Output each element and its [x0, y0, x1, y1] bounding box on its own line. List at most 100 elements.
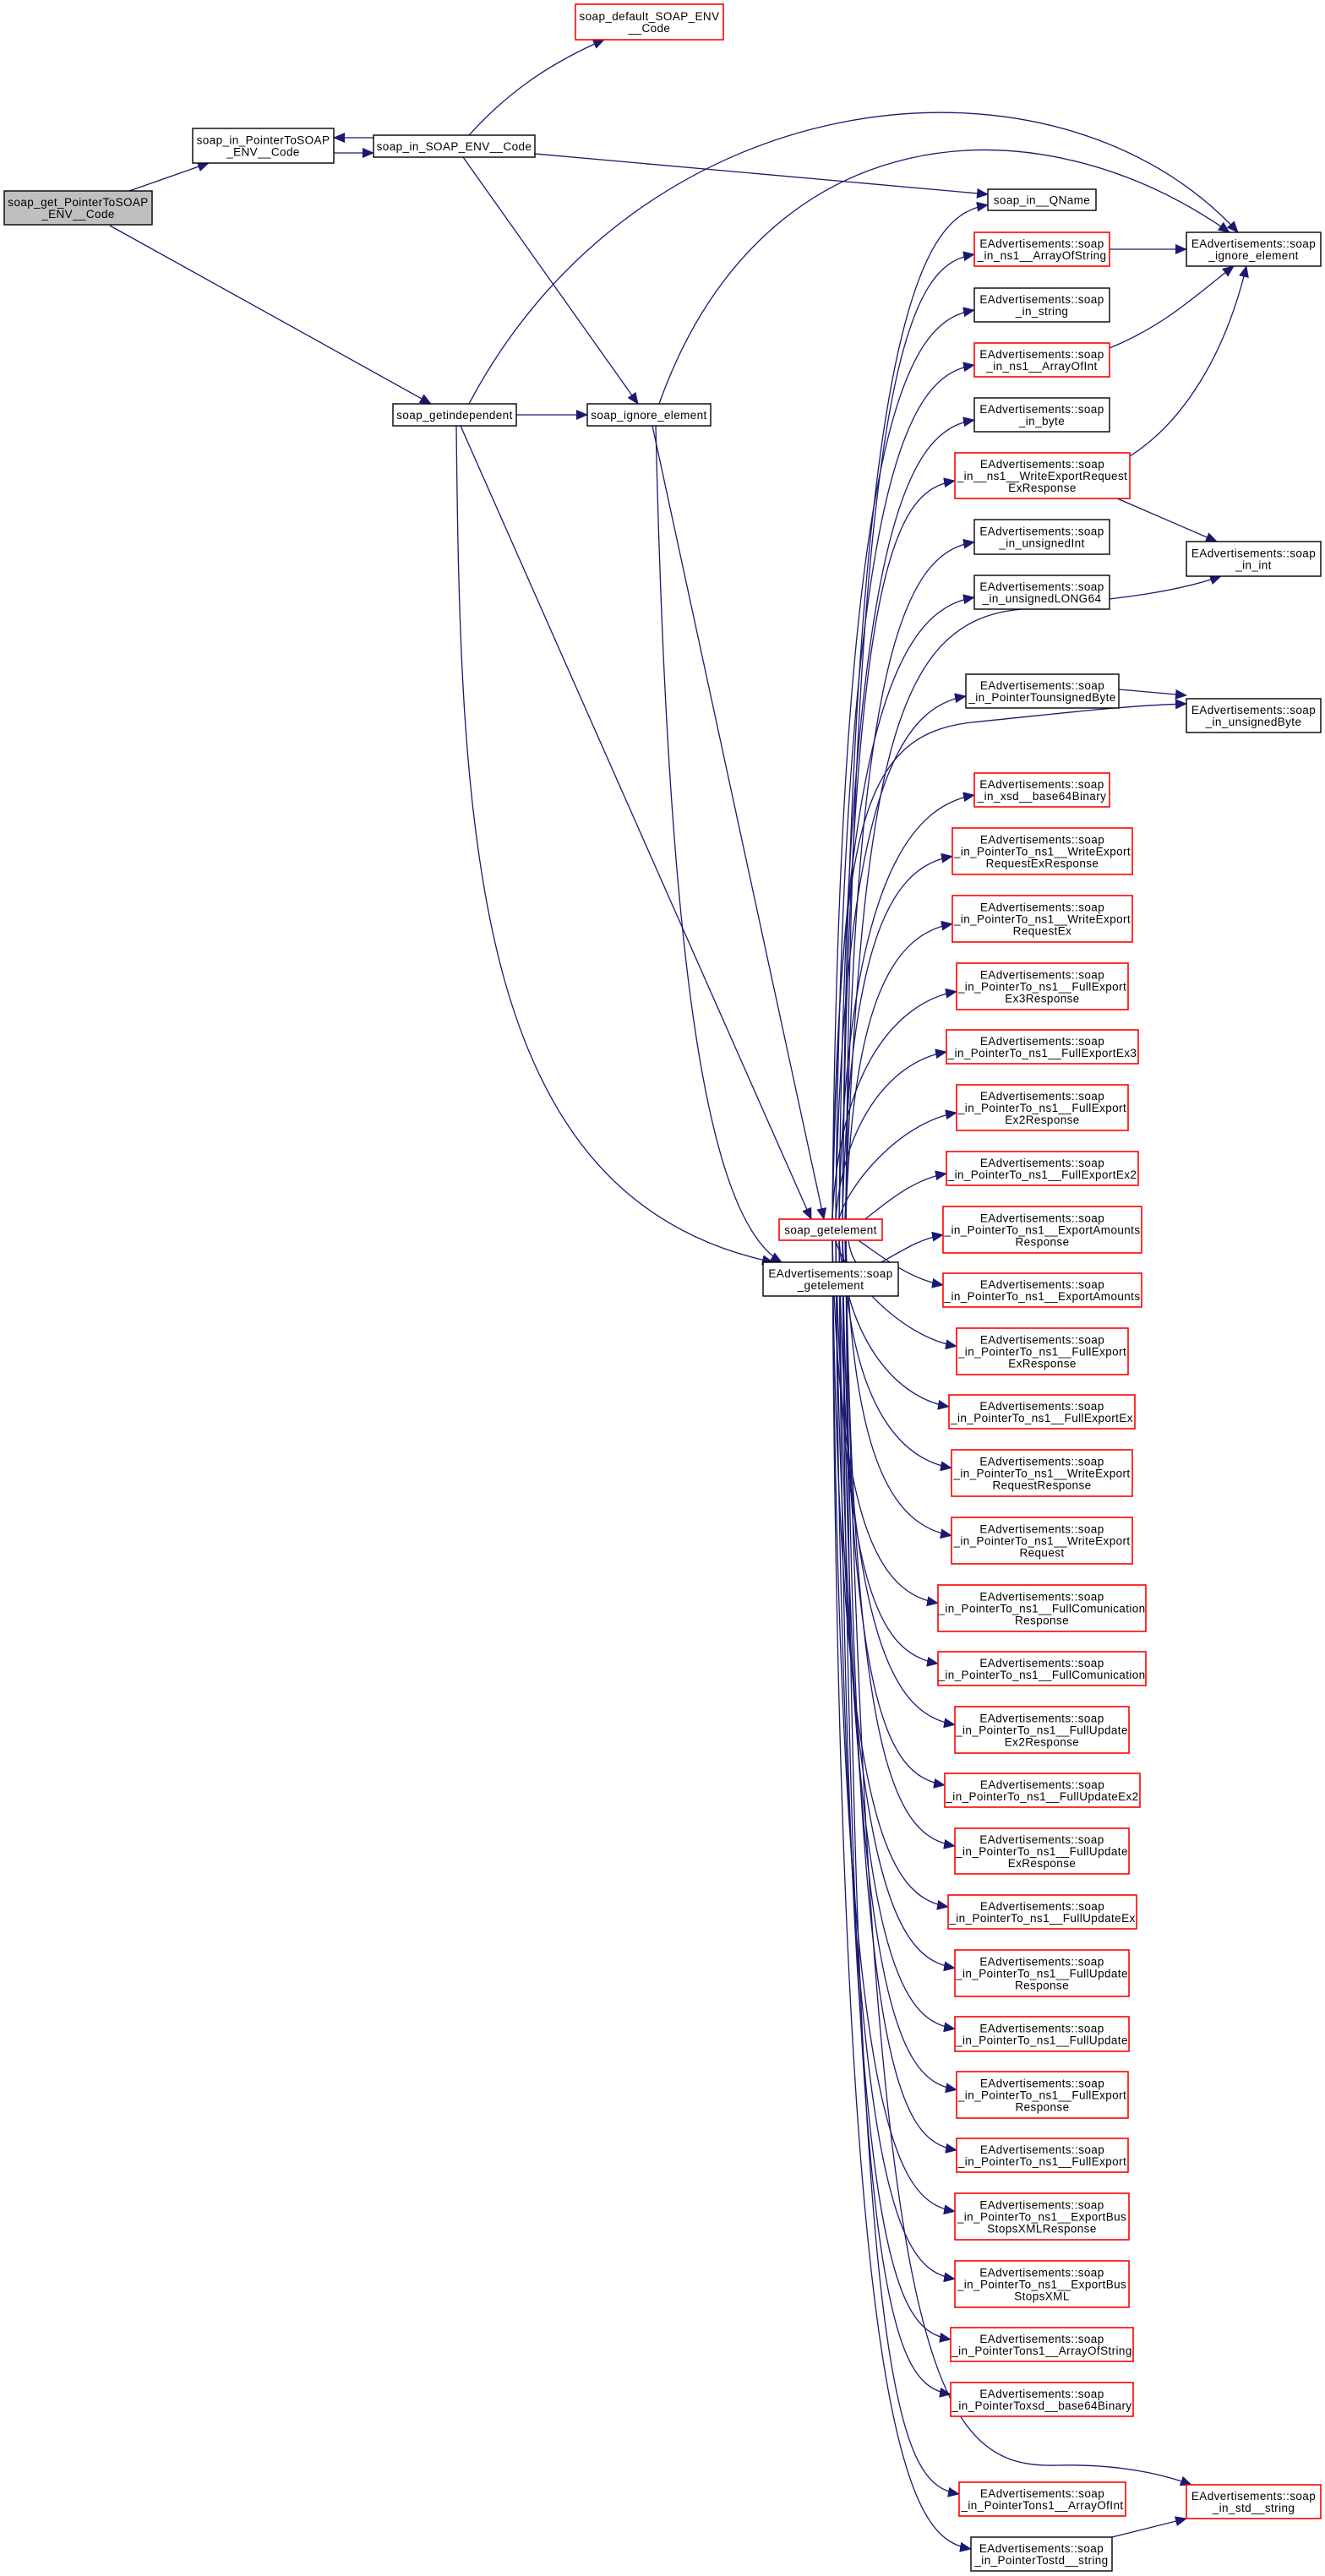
node-p_fuex[interactable]: EAdvertisements::soap_in_PointerTo_ns1__… — [947, 1894, 1137, 1930]
node-box[interactable] — [946, 1029, 1139, 1065]
node-box[interactable] — [973, 342, 1110, 378]
node-p_wer[interactable]: EAdvertisements::soap_in_PointerTo_ns1__… — [951, 1517, 1133, 1565]
node-box[interactable] — [973, 519, 1110, 555]
node-box[interactable] — [965, 673, 1120, 709]
node-box[interactable] — [973, 575, 1110, 610]
node-box[interactable] — [586, 403, 712, 427]
node-box[interactable] — [954, 2260, 1130, 2308]
node-p_fe3resp[interactable]: EAdvertisements::soap_in_PointerTo_ns1__… — [956, 962, 1129, 1010]
node-box[interactable] — [970, 2536, 1113, 2572]
node-box[interactable] — [973, 287, 1110, 323]
node-ptrsoap[interactable]: soap_in_PointerToSOAP_ENV__Code — [192, 128, 335, 164]
node-eagetelement[interactable]: EAdvertisements::soap_getelement — [762, 1261, 899, 1297]
node-box[interactable] — [392, 403, 517, 427]
node-box[interactable] — [3, 190, 153, 226]
node-p_feex[interactable]: EAdvertisements::soap_in_PointerTo_ns1__… — [948, 1394, 1136, 1430]
node-p_aoi[interactable]: EAdvertisements::soap_in_PointerTons1__A… — [958, 2481, 1126, 2517]
node-box[interactable] — [948, 1394, 1136, 1430]
node-default[interactable]: soap_default_SOAP_ENV__Code — [575, 3, 724, 41]
node-p_fu2[interactable]: EAdvertisements::soap_in_PointerTo_ns1__… — [944, 1773, 1141, 1808]
node-get[interactable]: soap_get_PointerToSOAP_ENV__Code — [3, 190, 153, 226]
node-p_fc[interactable]: EAdvertisements::soap_in_PointerTo_ns1__… — [937, 1651, 1147, 1686]
node-box[interactable] — [954, 1827, 1130, 1875]
node-p_fuexresp[interactable]: EAdvertisements::soap_in_PointerTo_ns1__… — [954, 1827, 1130, 1875]
node-box[interactable] — [192, 128, 335, 164]
node-box[interactable] — [954, 1706, 1130, 1754]
node-xsdb64[interactable]: EAdvertisements::soap_in_xsd__base64Bina… — [973, 772, 1110, 808]
node-box[interactable] — [956, 2071, 1129, 2119]
node-p_furesp[interactable]: EAdvertisements::soap_in_PointerTo_ns1__… — [954, 1949, 1130, 1997]
node-box[interactable] — [958, 2481, 1126, 2517]
node-box[interactable] — [956, 962, 1129, 1010]
node-p_ea[interactable]: EAdvertisements::soap_in_PointerTo_ns1__… — [942, 1272, 1142, 1308]
node-box[interactable] — [951, 895, 1133, 943]
node-aos[interactable]: EAdvertisements::soap_in_ns1__ArrayOfStr… — [973, 231, 1110, 267]
node-box[interactable] — [954, 452, 1131, 499]
node-box[interactable] — [973, 772, 1110, 808]
node-p_earesp[interactable]: EAdvertisements::soap_in_PointerTo_ns1__… — [942, 1206, 1142, 1254]
node-box[interactable] — [1186, 541, 1322, 577]
node-qname[interactable]: soap_in__QName — [987, 188, 1097, 211]
node-box[interactable] — [373, 134, 536, 158]
node-box[interactable] — [1186, 2484, 1322, 2519]
node-box[interactable] — [937, 1584, 1147, 1632]
node-box[interactable] — [946, 1151, 1139, 1186]
node-uint[interactable]: EAdvertisements::soap_in_unsignedInt — [973, 519, 1110, 555]
node-ignore[interactable]: soap_ignore_element — [586, 403, 712, 427]
node-instd[interactable]: EAdvertisements::soap_in_std__string — [1186, 2484, 1322, 2519]
node-box[interactable] — [937, 1651, 1147, 1686]
node-p_fu[interactable]: EAdvertisements::soap_in_PointerTo_ns1__… — [954, 2016, 1130, 2052]
node-p_std[interactable]: EAdvertisements::soap_in_PointerTostd__s… — [970, 2536, 1113, 2572]
node-getind[interactable]: soap_getindependent — [392, 403, 517, 427]
node-p_wereresp[interactable]: EAdvertisements::soap_in_PointerTo_ns1__… — [951, 827, 1133, 875]
node-p_feresp[interactable]: EAdvertisements::soap_in_PointerTo_ns1__… — [956, 2071, 1129, 2119]
node-p_fcresp[interactable]: EAdvertisements::soap_in_PointerTo_ns1__… — [937, 1584, 1147, 1632]
node-ubyte[interactable]: EAdvertisements::soap_in_unsignedByte — [1186, 698, 1322, 733]
node-aoi[interactable]: EAdvertisements::soap_in_ns1__ArrayOfInt — [973, 342, 1110, 378]
node-box[interactable] — [1186, 231, 1322, 267]
node-inint[interactable]: EAdvertisements::soap_in_int — [1186, 541, 1322, 577]
node-p_ebsresp[interactable]: EAdvertisements::soap_in_PointerTo_ns1__… — [954, 2192, 1130, 2241]
node-box[interactable] — [951, 827, 1133, 875]
node-inbyte[interactable]: EAdvertisements::soap_in_byte — [973, 397, 1110, 433]
node-p_ebs[interactable]: EAdvertisements::soap_in_PointerTo_ns1__… — [954, 2260, 1130, 2308]
node-p_feexresp[interactable]: EAdvertisements::soap_in_PointerTo_ns1__… — [956, 1327, 1129, 1375]
node-p_wereex[interactable]: EAdvertisements::soap_in_PointerTo_ns1__… — [951, 895, 1133, 943]
node-box[interactable] — [954, 1949, 1130, 1997]
node-p_werresp[interactable]: EAdvertisements::soap_in_PointerTo_ns1__… — [951, 1449, 1133, 1497]
node-wereresp[interactable]: EAdvertisements::soap_in__ns1__WriteExpo… — [954, 452, 1131, 499]
node-box[interactable] — [951, 1517, 1133, 1565]
node-ulong[interactable]: EAdvertisements::soap_in_unsignedLONG64 — [973, 575, 1110, 610]
node-box[interactable] — [947, 1894, 1137, 1930]
node-box[interactable] — [956, 1327, 1129, 1375]
node-getelement[interactable]: soap_getelement — [778, 1218, 883, 1241]
node-box[interactable] — [942, 1206, 1142, 1254]
node-box[interactable] — [954, 2192, 1130, 2241]
node-p_aos[interactable]: EAdvertisements::soap_in_PointerTons1__A… — [950, 2327, 1134, 2362]
node-box[interactable] — [778, 1218, 883, 1241]
node-box[interactable] — [575, 3, 724, 41]
node-p_fe2resp[interactable]: EAdvertisements::soap_in_PointerTo_ns1__… — [956, 1084, 1129, 1131]
node-box[interactable] — [1186, 698, 1322, 733]
node-ptrubyte[interactable]: EAdvertisements::soap_in_PointerTounsign… — [965, 673, 1120, 709]
node-box[interactable] — [956, 1084, 1129, 1131]
node-box[interactable] — [762, 1261, 899, 1297]
node-instring[interactable]: EAdvertisements::soap_in_string — [973, 287, 1110, 323]
node-box[interactable] — [954, 2016, 1130, 2052]
node-eaignore[interactable]: EAdvertisements::soap_ignore_element — [1186, 231, 1322, 267]
node-p_fe[interactable]: EAdvertisements::soap_in_PointerTo_ns1__… — [956, 2138, 1129, 2173]
node-box[interactable] — [942, 1272, 1142, 1308]
node-p_xsdb64[interactable]: EAdvertisements::soap_in_PointerToxsd__b… — [950, 2382, 1134, 2417]
node-box[interactable] — [951, 1449, 1133, 1497]
node-p_fe3[interactable]: EAdvertisements::soap_in_PointerTo_ns1__… — [946, 1029, 1139, 1065]
node-box[interactable] — [973, 231, 1110, 267]
node-envcode[interactable]: soap_in_SOAP_ENV__Code — [373, 134, 536, 158]
node-box[interactable] — [950, 2382, 1134, 2417]
node-box[interactable] — [950, 2327, 1134, 2362]
node-p_fe2[interactable]: EAdvertisements::soap_in_PointerTo_ns1__… — [946, 1151, 1139, 1186]
node-box[interactable] — [944, 1773, 1141, 1808]
node-p_fu2resp[interactable]: EAdvertisements::soap_in_PointerTo_ns1__… — [954, 1706, 1130, 1754]
node-box[interactable] — [956, 2138, 1129, 2173]
node-box[interactable] — [973, 397, 1110, 433]
node-box[interactable] — [987, 188, 1097, 211]
